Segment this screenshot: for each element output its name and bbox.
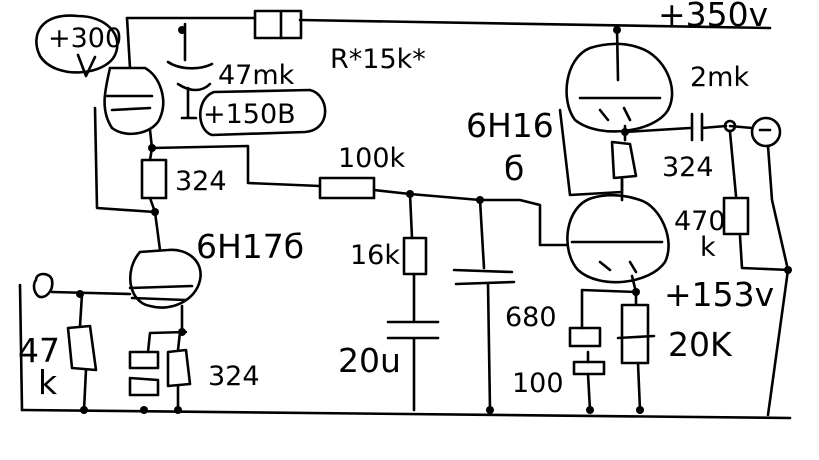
res-16k-label: 16k xyxy=(350,240,400,271)
tube-6n17b-label: 6H17б xyxy=(196,227,304,266)
cap-680-label: 680 xyxy=(505,302,557,333)
resistor-324-c xyxy=(166,348,192,388)
tube-6n16b-label-b: б xyxy=(504,149,524,188)
cap-680-wiring xyxy=(452,198,516,412)
tube-right-top-grid xyxy=(578,96,662,122)
res-47k-label-a: 47 xyxy=(18,331,60,370)
resistor-324-a xyxy=(140,158,168,200)
right-bottom-cathode xyxy=(580,274,638,364)
resistor-47k-body xyxy=(66,324,98,372)
res-470k-label-a: 470 xyxy=(674,206,726,237)
cap-20u-wiring xyxy=(386,272,440,412)
r-15k-label: R*15k* xyxy=(330,44,426,75)
supply-350-label: +350v xyxy=(658,0,768,34)
node-153-label: +153v xyxy=(664,275,774,314)
wire-100k-out xyxy=(372,188,572,247)
cap-2mk-label: 2mk xyxy=(690,62,749,93)
res-324-b-label: 324 xyxy=(662,152,714,183)
cap-47mk-plate-bottom xyxy=(176,82,212,92)
tube-right-bottom-grid xyxy=(570,240,664,274)
tube-left-bottom xyxy=(129,248,202,309)
cap-100-label: 100 xyxy=(512,368,564,399)
tube-left-top xyxy=(103,66,165,136)
supply-300-label: +300 xyxy=(48,23,122,54)
resistor-47k-lead xyxy=(78,292,88,412)
supply-300-arrow xyxy=(76,53,97,78)
tube-left-top-grid xyxy=(105,94,154,112)
resistor-324-b xyxy=(610,140,638,180)
cap-47mk-plate-top xyxy=(166,60,214,70)
node-150-label: +150B xyxy=(203,99,296,130)
cap-2mk-wiring xyxy=(623,112,728,142)
cap-100-left-bottom xyxy=(128,376,160,397)
res-324-a-label: 324 xyxy=(175,166,227,197)
res-324-c-label: 324 xyxy=(208,361,260,392)
cap-47mk-label: 47mk xyxy=(218,60,295,91)
res-20k-label: 20K xyxy=(668,325,733,364)
cap-100-right-bottom xyxy=(572,360,606,376)
node-150-bubble xyxy=(199,88,327,137)
right-bottom-ground-leads xyxy=(586,361,642,412)
input-grid-wire xyxy=(50,290,132,296)
ground-rail xyxy=(20,408,792,420)
left-chain-wire xyxy=(93,106,162,252)
tube-right-top-plate-lead xyxy=(615,26,620,82)
res-470k-label-b: k xyxy=(700,232,716,263)
right-vertical-ground xyxy=(766,144,790,417)
cap-100-right-top xyxy=(568,326,602,348)
supply-300-circle xyxy=(35,14,119,74)
resistor-16k xyxy=(402,236,428,276)
input-jack-left xyxy=(32,272,54,299)
node-16k-top xyxy=(408,192,414,240)
cap-100-left-top xyxy=(128,350,160,370)
junction-nodes xyxy=(76,26,792,414)
top-supply-rail xyxy=(125,16,772,30)
resistor-470k xyxy=(722,196,750,236)
cap-20u-label: 20u xyxy=(338,341,401,380)
output-jack-lead xyxy=(728,124,772,132)
tube-right-bottom xyxy=(566,193,670,284)
resistor-20k-mark xyxy=(616,334,656,340)
left-ground-stub xyxy=(18,283,24,412)
top-left-rail-drop xyxy=(125,16,132,70)
resistor-100k xyxy=(318,176,376,200)
tube-right-top xyxy=(565,42,674,133)
cathode-link xyxy=(150,144,322,188)
tube-left-bottom-grid xyxy=(128,284,194,302)
cap-47mk-ground xyxy=(180,86,198,120)
resistor-20k xyxy=(620,303,650,365)
output-jack-right xyxy=(750,116,782,148)
tube-6n16b-label-a: 6H16 xyxy=(466,106,554,145)
res-100k-label: 100k xyxy=(338,143,406,174)
resistor-15k-body xyxy=(253,9,303,40)
left-bottom-cathode xyxy=(146,304,188,412)
res-47k-label-b: k xyxy=(38,363,58,402)
resistor-470k-lead xyxy=(728,130,792,272)
